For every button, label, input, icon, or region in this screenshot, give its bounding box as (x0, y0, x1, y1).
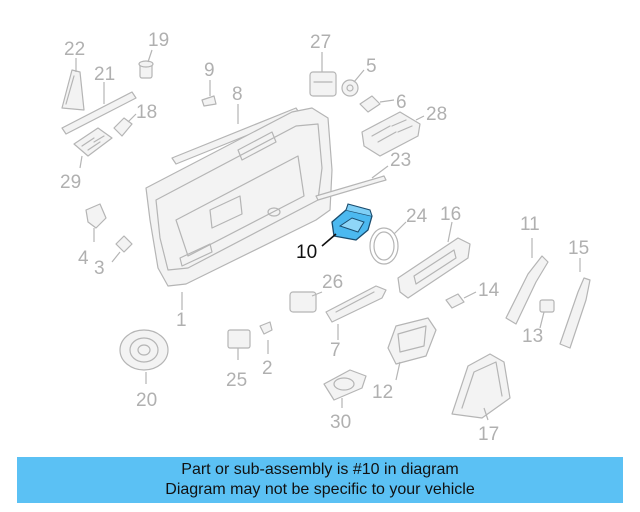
leader-6 (379, 99, 395, 103)
part-17-quarter-trim (451, 353, 511, 419)
leader-24 (393, 221, 407, 235)
callout-10: 10 (296, 242, 317, 263)
callout-27: 27 (310, 32, 331, 53)
part-10-bracket-highlighted (331, 203, 373, 241)
leader-23 (371, 165, 389, 179)
callout-22: 22 (64, 39, 85, 60)
part-11-handle-trim (505, 255, 549, 325)
part-7-pull-handle (325, 285, 387, 323)
part-15-pillar-trim (559, 277, 591, 349)
callout-7: 7 (330, 340, 341, 361)
callout-13: 13 (522, 326, 543, 347)
callout-4: 4 (78, 248, 89, 269)
part-2-screw (259, 321, 273, 335)
part-24-seal (369, 227, 399, 265)
callout-20: 20 (136, 390, 157, 411)
part-19-clip (138, 60, 154, 79)
part-6-connector (359, 95, 381, 113)
part-28-window-switch (361, 111, 421, 157)
part-27-switch (309, 71, 337, 97)
leader-14 (463, 291, 477, 299)
callout-18: 18 (136, 102, 157, 123)
callout-17: 17 (478, 424, 499, 445)
part-22-mirror-trim (61, 69, 85, 111)
callout-12: 12 (372, 382, 393, 403)
banner-line-2: Diagram may not be specific to your vehi… (165, 481, 475, 498)
part-3-grommet (115, 235, 133, 253)
leader-16 (447, 221, 453, 243)
callout-26: 26 (322, 272, 343, 293)
part-18-switch (113, 117, 133, 137)
callout-9: 9 (204, 60, 215, 81)
callout-15: 15 (568, 238, 589, 259)
leader-13 (539, 311, 545, 329)
callout-11: 11 (520, 214, 540, 235)
banner-line-1: Part or sub-assembly is #10 in diagram (181, 461, 459, 478)
info-banner: Part or sub-assembly is #10 in diagram D… (17, 457, 623, 503)
callout-8: 8 (232, 84, 243, 105)
callout-2: 2 (262, 358, 273, 379)
leader-17 (483, 407, 489, 421)
callout-24: 24 (406, 206, 428, 227)
callout-25: 25 (226, 370, 247, 391)
callout-21: 21 (94, 64, 115, 85)
part-9-clip (201, 95, 217, 107)
part-20-speaker (119, 329, 169, 371)
callout-23: 23 (390, 150, 411, 171)
part-14-clip (445, 293, 465, 309)
part-13-switch (539, 299, 555, 313)
leader-19 (147, 49, 153, 63)
leader-28 (415, 115, 425, 121)
callout-16: 16 (440, 204, 461, 225)
part-12-pocket (387, 317, 437, 365)
leader-10 (321, 233, 337, 247)
part-30-cup-holder (323, 369, 367, 401)
leader-12 (395, 361, 401, 381)
callout-6: 6 (396, 92, 407, 113)
part-29-master-switch (73, 127, 113, 157)
part-21-belt-molding (61, 91, 137, 135)
callout-29: 29 (60, 172, 81, 193)
part-16-bezel (397, 237, 471, 299)
callout-30: 30 (330, 412, 351, 433)
callout-3: 3 (94, 258, 105, 279)
callout-19: 19 (148, 30, 169, 51)
callout-28: 28 (426, 104, 447, 125)
leader-5 (353, 69, 365, 83)
part-5-knob (341, 79, 359, 97)
callout-14: 14 (478, 280, 500, 301)
leader-3 (111, 251, 121, 263)
part-25-block (227, 329, 251, 349)
leader-26 (311, 291, 323, 297)
callout-5: 5 (366, 56, 377, 77)
part-23-weatherstrip (315, 175, 387, 201)
part-26-switch-block (289, 291, 317, 313)
leader-29 (79, 155, 83, 169)
leader-18 (127, 113, 137, 123)
callout-1: 1 (176, 310, 187, 331)
part-4-actuator (85, 203, 107, 229)
